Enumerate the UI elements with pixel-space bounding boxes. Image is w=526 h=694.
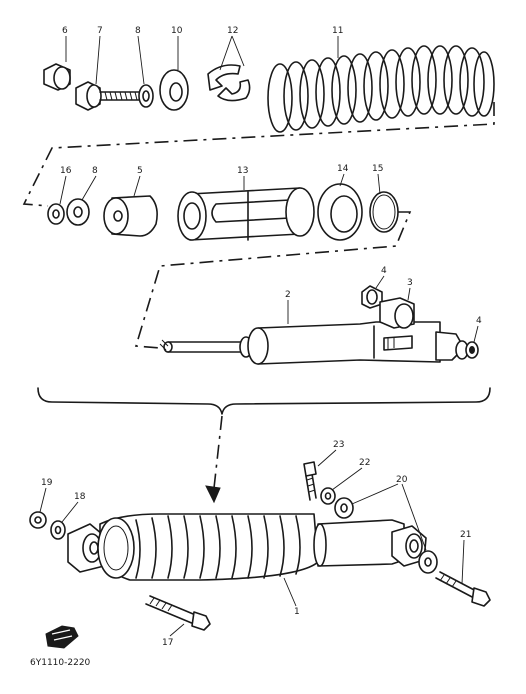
part-22-washer bbox=[320, 467, 363, 505]
label-part-21: 21 bbox=[460, 530, 471, 540]
label-part-4-top: 4 bbox=[381, 266, 387, 276]
part-3-bushing bbox=[379, 287, 415, 329]
label-part-14: 14 bbox=[337, 164, 349, 174]
part-13-cover bbox=[177, 176, 315, 241]
grease-tool-icon bbox=[45, 625, 79, 649]
label-part-7: 7 bbox=[97, 26, 103, 36]
label-part-11: 11 bbox=[332, 26, 343, 36]
part-5-bushing bbox=[103, 175, 158, 237]
drawing-code: 6Y1110-2220 bbox=[30, 658, 91, 668]
label-part-8-lower: 8 bbox=[92, 166, 98, 176]
label-part-8: 8 bbox=[135, 26, 141, 36]
label-part-3: 3 bbox=[407, 278, 413, 288]
part-21-bolt bbox=[435, 539, 491, 607]
label-part-20: 20 bbox=[396, 475, 408, 485]
part-4-collar-bottom bbox=[465, 325, 479, 359]
label-part-1: 1 bbox=[294, 607, 300, 617]
part-16-washer bbox=[47, 175, 67, 225]
part-10-collar bbox=[159, 36, 189, 111]
label-part-22: 22 bbox=[359, 458, 370, 468]
part-19-nut bbox=[29, 487, 47, 529]
part-8-nut bbox=[137, 35, 154, 108]
label-part-10: 10 bbox=[171, 26, 183, 36]
part-17-bolt bbox=[145, 595, 211, 637]
label-part-4-bottom: 4 bbox=[476, 316, 482, 326]
label-part-19: 19 bbox=[41, 478, 53, 488]
part-7-bolt bbox=[75, 35, 141, 111]
assembly-bracket bbox=[37, 387, 491, 415]
label-part-16: 16 bbox=[60, 166, 72, 176]
assembly-arrow bbox=[205, 415, 223, 504]
part-2-damper bbox=[159, 300, 469, 365]
part-20-washer-top bbox=[334, 483, 399, 519]
label-part-15: 15 bbox=[372, 164, 383, 174]
part-14-ring bbox=[317, 173, 363, 241]
part-12-spring-seat-halves bbox=[207, 35, 251, 102]
part-18-washer bbox=[50, 501, 79, 540]
label-part-17: 17 bbox=[162, 638, 173, 648]
alignment-line-2 bbox=[134, 211, 412, 349]
part-11-coil-spring bbox=[267, 36, 495, 133]
label-part-6: 6 bbox=[62, 26, 68, 36]
label-part-12: 12 bbox=[227, 26, 238, 36]
part-20-washer-bottom bbox=[401, 483, 438, 574]
label-part-2: 2 bbox=[285, 290, 291, 300]
label-part-5: 5 bbox=[137, 166, 143, 176]
part-1-shock-absorber bbox=[67, 513, 427, 607]
label-part-18: 18 bbox=[74, 492, 86, 502]
alignment-line-1 bbox=[22, 102, 495, 207]
part-8-nut-lower bbox=[66, 175, 97, 226]
part-6-bushing bbox=[43, 36, 71, 91]
part-23-bolt bbox=[303, 449, 337, 501]
label-part-23: 23 bbox=[333, 440, 344, 450]
label-part-13: 13 bbox=[237, 166, 248, 176]
part-15-oring bbox=[369, 173, 399, 233]
